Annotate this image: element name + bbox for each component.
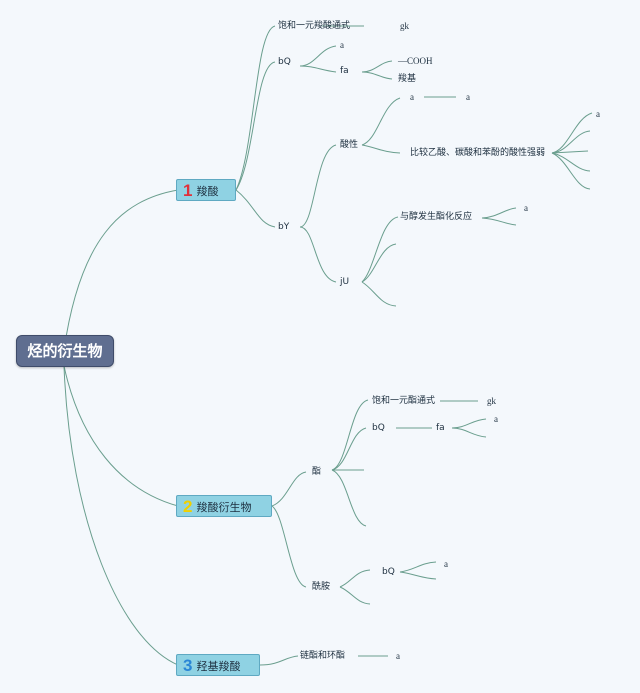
node-acid-formula[interactable]: 饱和一元羧酸通式 xyxy=(278,21,351,31)
root-node[interactable]: 烃的衍生物 xyxy=(16,335,114,367)
node-esterify-a[interactable]: a xyxy=(524,203,528,213)
node-amide[interactable]: 酰胺 xyxy=(312,582,331,592)
node-acid-bq-a[interactable]: a xyxy=(340,40,344,50)
branch-label: 羟基羧酸 xyxy=(196,660,241,673)
node-ester-fa[interactable]: fa xyxy=(436,423,445,433)
link-root-acid xyxy=(63,189,179,351)
node-lactone-a[interactable]: a xyxy=(396,651,400,661)
node-esterify[interactable]: 与醇发生酯化反应 xyxy=(400,212,473,222)
node-ester[interactable]: 酯 xyxy=(312,467,322,477)
node-acidity-a2[interactable]: a xyxy=(466,92,470,102)
branch-number: 1 xyxy=(183,181,193,200)
node-ester-a[interactable]: a xyxy=(494,414,498,424)
node-ester-formula-value[interactable]: gk xyxy=(487,396,496,406)
node-acid-formula-value[interactable]: gk xyxy=(400,21,409,31)
node-cooh[interactable]: —COOH xyxy=(398,56,433,66)
node-acid-ju[interactable]: jU xyxy=(340,277,350,287)
branch-label: 羧酸衍生物 xyxy=(196,501,252,514)
link-deriv-amide xyxy=(271,505,307,588)
node-acidity[interactable]: 酸性 xyxy=(340,140,359,150)
node-carboxyl[interactable]: 羧基 xyxy=(398,74,417,84)
link-acid-by xyxy=(235,189,276,228)
node-acid-fa[interactable]: fa xyxy=(340,66,349,76)
link-acid-formula xyxy=(235,25,276,191)
branch-number: 3 xyxy=(183,656,193,675)
node-ester-formula[interactable]: 饱和一元酯通式 xyxy=(372,396,436,406)
node-compare-a[interactable]: a xyxy=(596,109,600,119)
node-ester-bq[interactable]: bQ xyxy=(372,423,385,433)
node-compare-acidity[interactable]: 比较乙酸、碳酸和苯酚的酸性强弱 xyxy=(410,148,546,158)
node-lactone[interactable]: 链酯和环酯 xyxy=(300,651,346,661)
node-amide-bq[interactable]: bQ xyxy=(382,567,395,577)
link-deriv-ester xyxy=(271,471,307,507)
node-amide-a[interactable]: a xyxy=(444,559,448,569)
link-hydroxy-lactone xyxy=(259,655,299,666)
link-root-deriv xyxy=(63,365,179,507)
node-acid-bq[interactable]: bQ xyxy=(278,57,291,67)
link-acid-bq xyxy=(235,61,276,191)
link-root-hydroxy xyxy=(63,365,179,666)
node-acid-by[interactable]: bY xyxy=(278,222,290,232)
node-acidity-a1[interactable]: a xyxy=(410,92,414,102)
branch-label: 羧酸 xyxy=(196,185,219,198)
branch-number: 2 xyxy=(183,497,193,516)
